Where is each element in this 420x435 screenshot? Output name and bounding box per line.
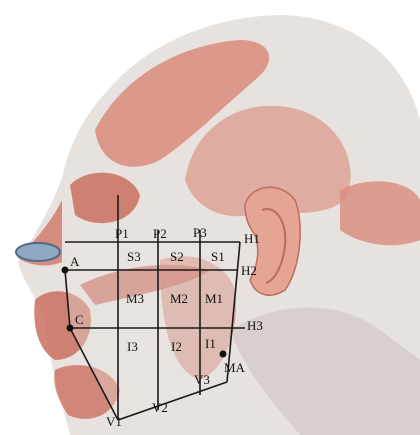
- label-i3: I3: [127, 339, 138, 354]
- label-p3: P3: [193, 225, 207, 240]
- label-h3: H3: [247, 318, 263, 333]
- label-m1: M1: [205, 291, 223, 306]
- label-s3: S3: [127, 249, 141, 264]
- label-s1: S1: [211, 249, 225, 264]
- label-h1: H1: [244, 231, 260, 246]
- label-p1: P1: [115, 226, 129, 241]
- label-a: A: [70, 254, 80, 269]
- label-i1: I1: [205, 336, 216, 351]
- nostril-cartilage: [16, 243, 60, 261]
- label-i2: I2: [171, 339, 182, 354]
- label-s2: S2: [170, 249, 184, 264]
- label-v3: V3: [194, 372, 210, 387]
- label-m3: M3: [126, 291, 144, 306]
- label-h2: H2: [241, 263, 257, 278]
- label-v1: V1: [106, 414, 122, 429]
- occipital-muscle: [340, 181, 420, 245]
- point-a: [62, 267, 69, 274]
- label-v2: V2: [152, 400, 168, 415]
- label-p2: P2: [153, 226, 167, 241]
- point-c: [67, 325, 74, 332]
- label-m2: M2: [170, 291, 188, 306]
- label-ma: MA: [224, 360, 246, 375]
- point-ma: [220, 351, 227, 358]
- label-c: C: [75, 312, 84, 327]
